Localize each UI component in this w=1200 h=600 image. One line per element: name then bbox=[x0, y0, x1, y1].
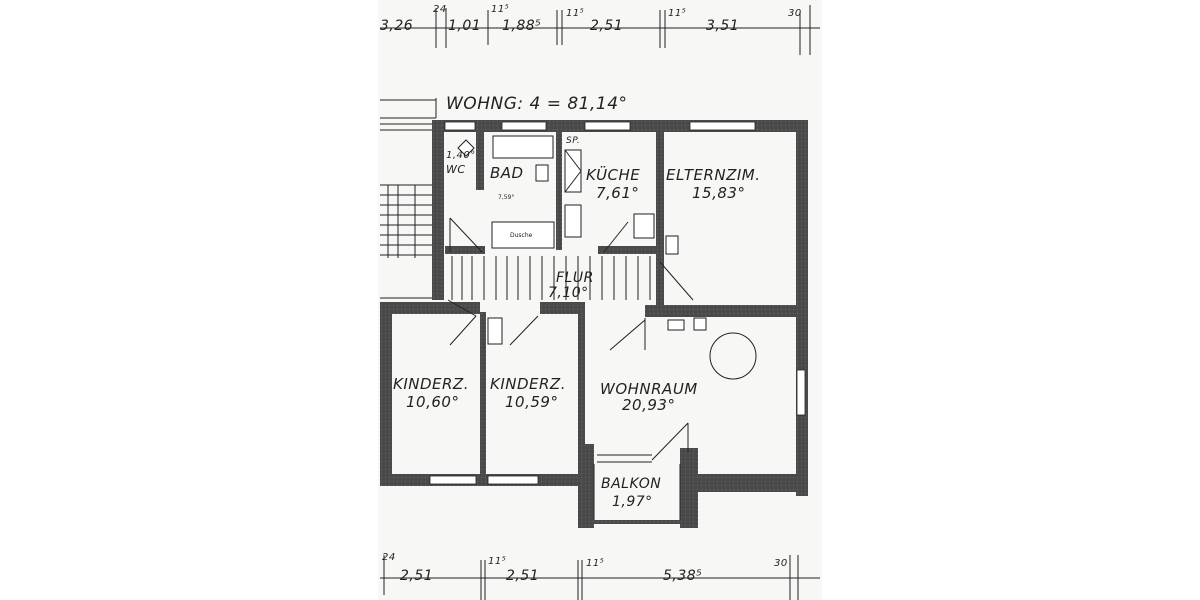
fixtures bbox=[457, 135, 757, 380]
top-dimension-line bbox=[380, 5, 820, 55]
bottom-wall-mark-3: 11⁵ bbox=[586, 558, 605, 569]
door-swings bbox=[447, 217, 694, 463]
stairwell bbox=[380, 98, 440, 299]
kinderzimmer-2-label: KINDERZ. bbox=[490, 375, 566, 393]
top-dim-3: 1,88⁵ bbox=[502, 18, 542, 34]
balkon-area: 1,97° bbox=[612, 494, 653, 510]
top-dim-1: 3,26 bbox=[380, 18, 414, 34]
elternzimmer-area: 15,83° bbox=[692, 184, 746, 202]
kueche-label: KÜCHE bbox=[586, 166, 641, 184]
corridor-hatching bbox=[451, 256, 651, 300]
wohnraum-area: 20,93° bbox=[622, 396, 676, 414]
kinderzimmer-1-label: KINDERZ. bbox=[393, 375, 469, 393]
bottom-wall-mark-1: 24 bbox=[382, 552, 396, 563]
wc-label: WC bbox=[446, 163, 466, 176]
bottom-dim-3: 5,38⁵ bbox=[663, 568, 703, 584]
bottom-dim-2: 2,51 bbox=[506, 568, 540, 584]
apartment-title: WOHNG: 4 = 81,14° bbox=[446, 94, 628, 114]
bad-area: 7,59° bbox=[498, 194, 515, 201]
top-wall-mark-2: 11⁵ bbox=[491, 4, 510, 15]
bottom-dim-1: 2,51 bbox=[400, 568, 434, 584]
top-dim-5: 3,51 bbox=[706, 18, 740, 34]
windows bbox=[429, 121, 806, 485]
top-wall-mark-1: 24 bbox=[433, 4, 447, 15]
balcony-outline bbox=[593, 464, 681, 520]
flur-label: FLUR bbox=[556, 270, 594, 286]
wc-area: 1,40° bbox=[446, 150, 476, 161]
kueche-area: 7,61° bbox=[596, 184, 640, 202]
top-dim-4: 2,51 bbox=[590, 18, 624, 34]
top-wall-mark-3: 11⁵ bbox=[566, 8, 585, 19]
elternzimmer-label: ELTERNZIM. bbox=[666, 166, 761, 184]
pantry-label: SP. bbox=[566, 136, 581, 146]
bottom-dimension-line bbox=[380, 555, 820, 600]
bottom-wall-mark-4: 30 bbox=[774, 558, 788, 569]
wohnraum-label: WOHNRAUM bbox=[600, 380, 698, 398]
shower-label: Dusche bbox=[510, 232, 533, 239]
balkon-label: BALKON bbox=[601, 476, 662, 492]
kinderzimmer-2-area: 10,59° bbox=[505, 393, 559, 411]
bottom-wall-mark-2: 11⁵ bbox=[488, 556, 507, 567]
bad-label: BAD bbox=[490, 164, 524, 182]
top-wall-mark-4: 11⁵ bbox=[668, 8, 687, 19]
kinderzimmer-1-area: 10,60° bbox=[406, 393, 460, 411]
top-dim-2: 1,01 bbox=[448, 18, 482, 34]
top-wall-mark-5: 30 bbox=[788, 8, 802, 19]
flur-area: 7,10° bbox=[548, 285, 589, 301]
